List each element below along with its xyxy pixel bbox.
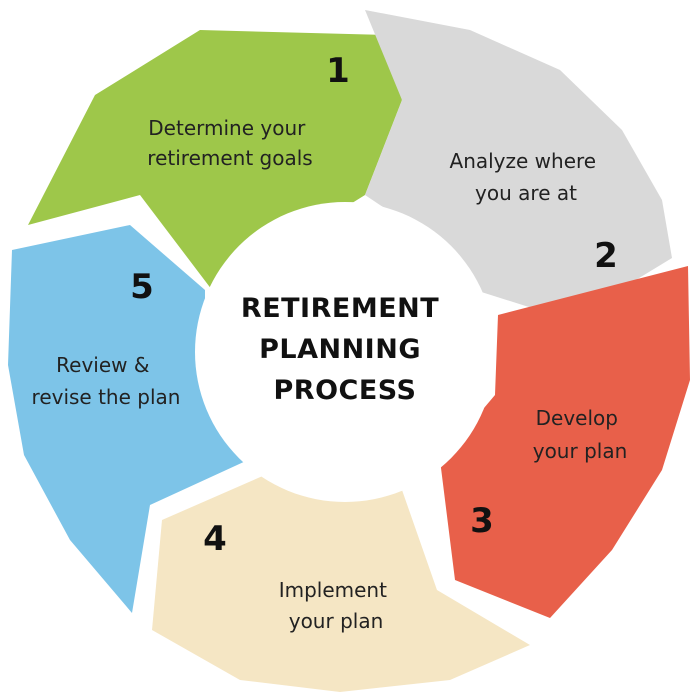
step-1-label: Determine your retirement goals	[147, 116, 312, 170]
step-3-segment	[440, 266, 690, 618]
step-2-number: 2	[594, 236, 618, 276]
step-5-segment	[8, 225, 248, 613]
step-5-label: Review & revise the plan	[32, 353, 181, 409]
center-title: RETIREMENT PLANNING PROCESS	[241, 293, 449, 406]
step-3-number: 3	[470, 501, 494, 541]
title-line-1: RETIREMENT	[241, 293, 439, 324]
step-1-number: 1	[326, 51, 350, 91]
step-3-line-2: your plan	[533, 439, 628, 463]
center-circle	[195, 202, 495, 502]
step-4-label: Implement your plan	[279, 578, 394, 633]
step-5-line-1: Review &	[56, 353, 149, 377]
step-2-line-2: you are at	[475, 181, 577, 205]
step-3-line-1: Develop	[536, 406, 618, 430]
step-5-line-2: revise the plan	[32, 385, 181, 409]
title-line-3: PROCESS	[274, 375, 417, 406]
step-5-number: 5	[130, 267, 154, 307]
step-4-line-2: your plan	[289, 609, 384, 633]
step-3-label: Develop your plan	[533, 406, 628, 463]
title-line-2: PLANNING	[259, 334, 421, 365]
step-4-segment	[152, 470, 530, 692]
step-2-label: Analyze where you are at	[450, 149, 603, 205]
step-4-line-1: Implement	[279, 578, 387, 602]
step-4-number: 4	[203, 519, 227, 559]
step-1-line-2: retirement goals	[147, 146, 312, 170]
step-2-line-1: Analyze where	[450, 149, 597, 173]
step-1-line-1: Determine your	[148, 116, 306, 140]
